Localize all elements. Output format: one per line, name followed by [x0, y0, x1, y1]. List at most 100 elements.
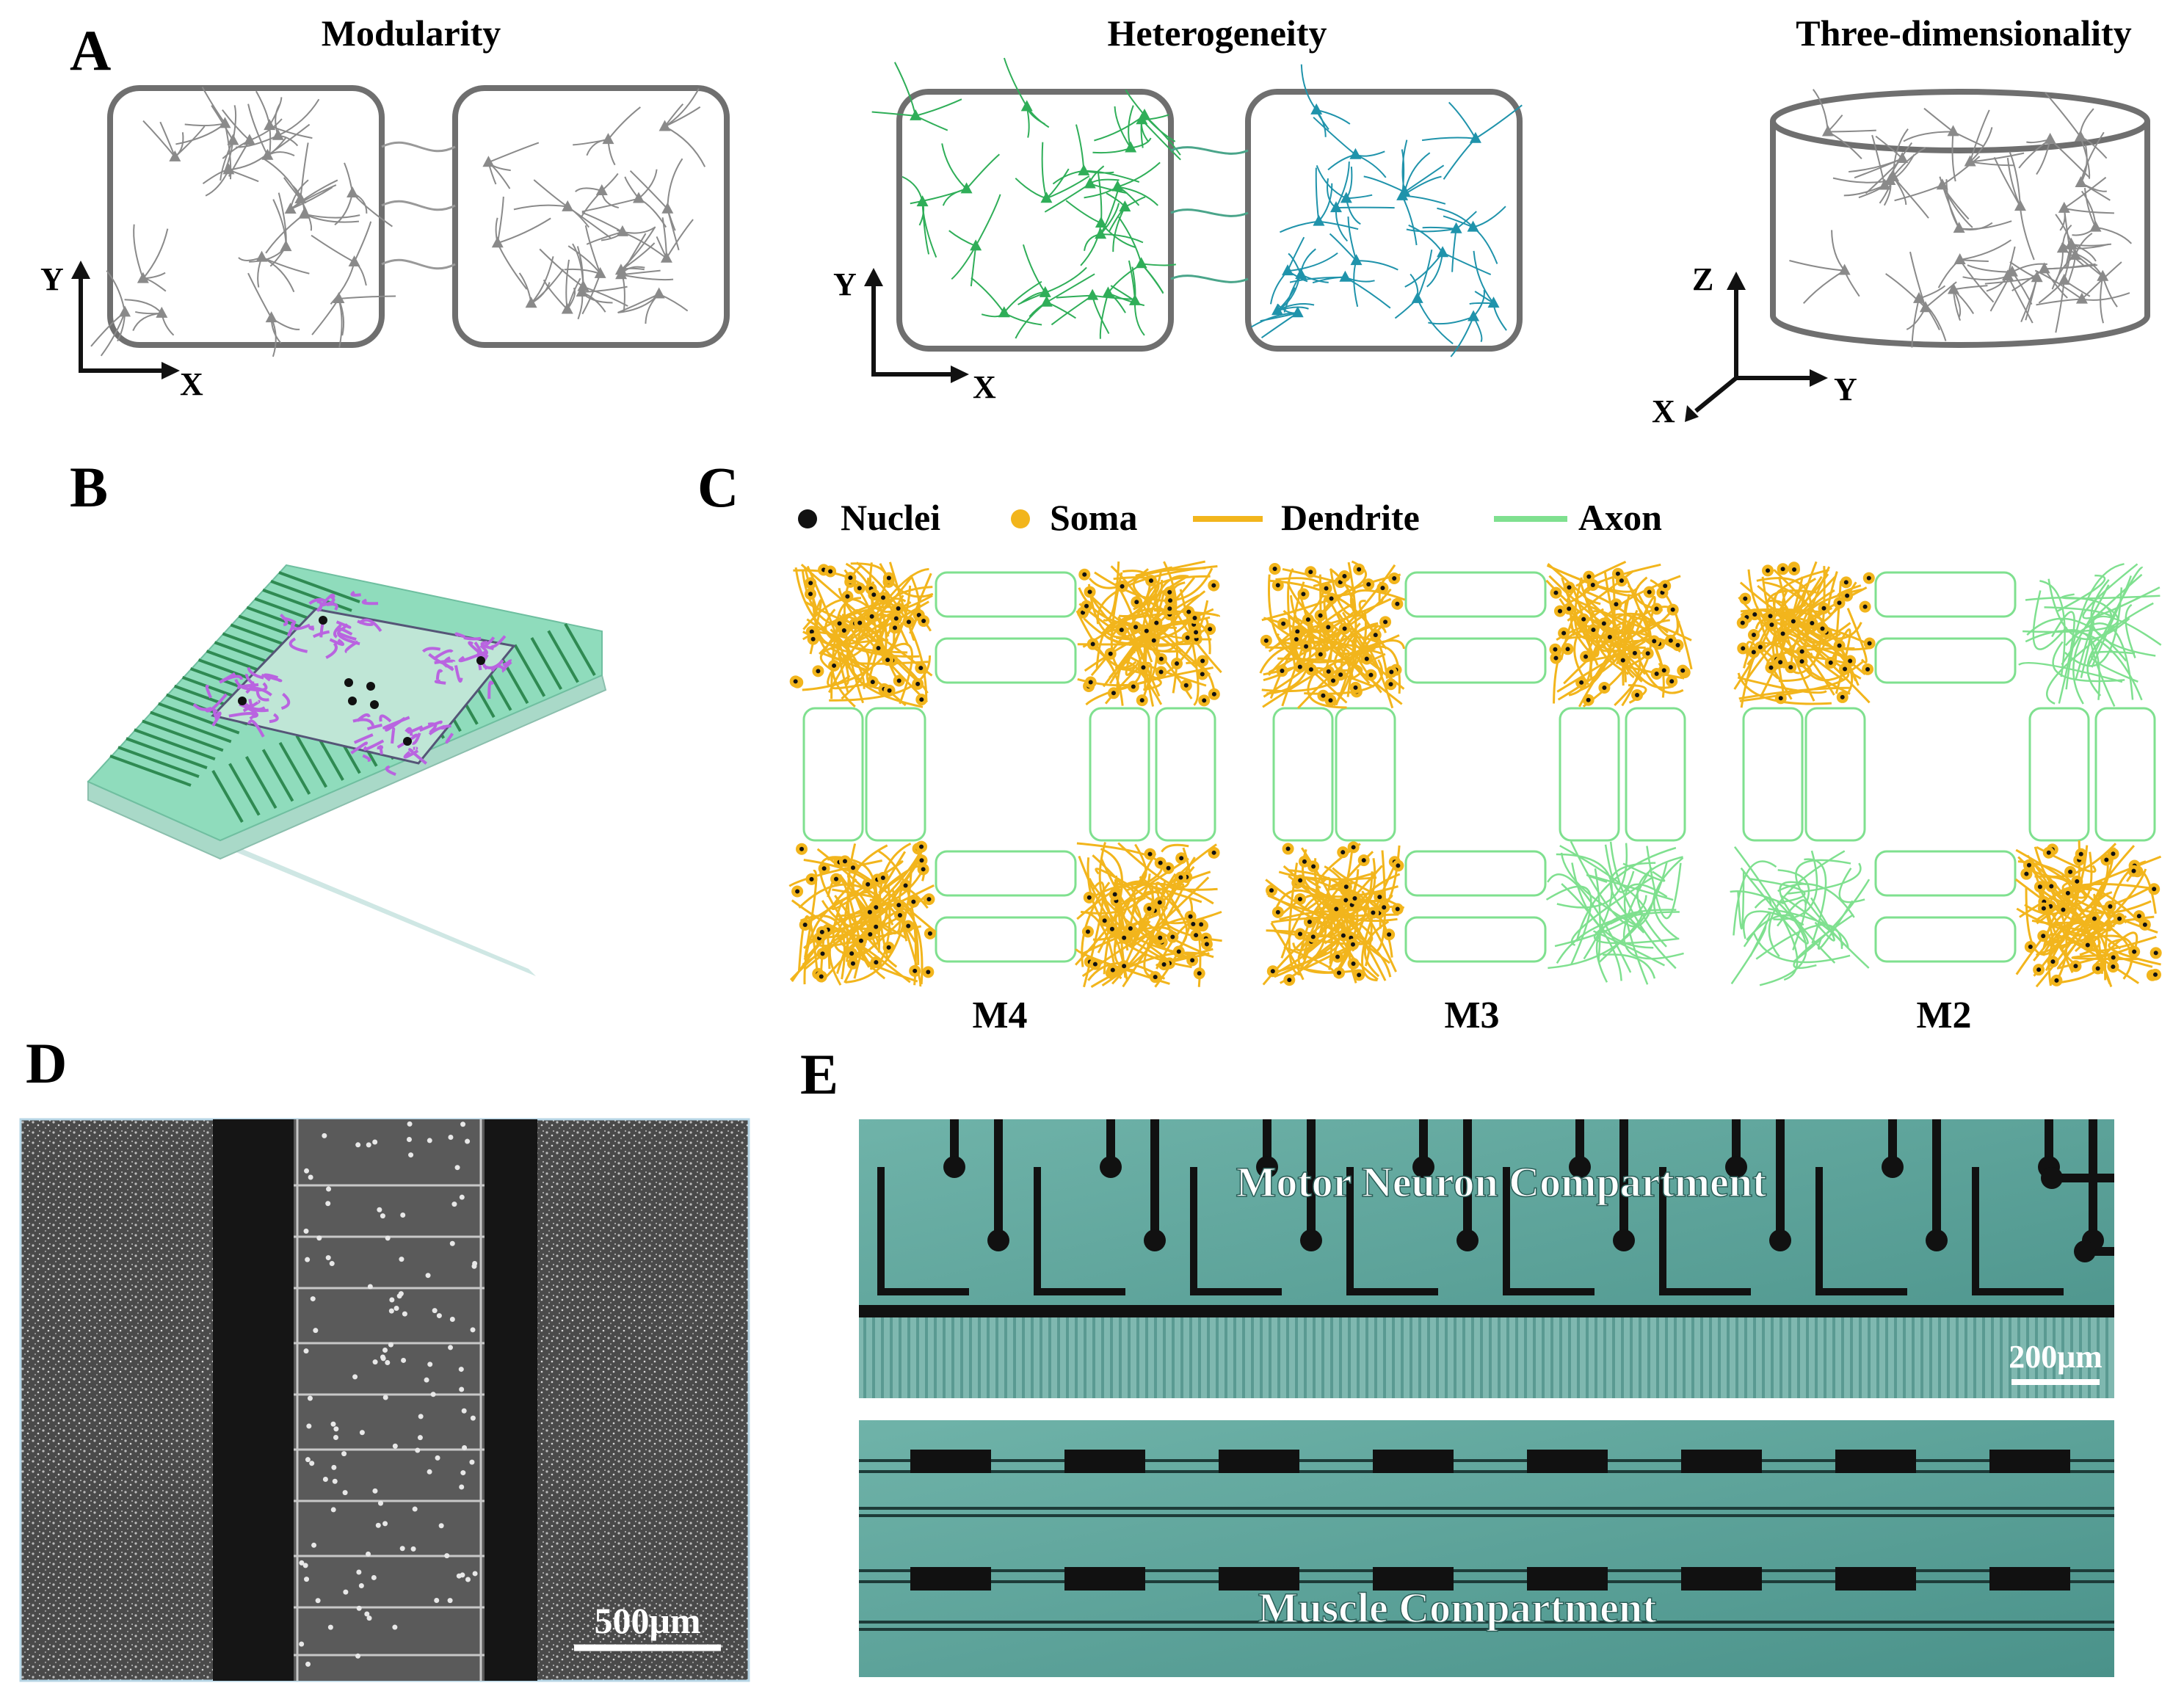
- cell: [469, 1460, 474, 1465]
- nucleus-dot: [1306, 617, 1310, 622]
- nucleus-dot: [1326, 625, 1330, 630]
- neurite: [1142, 263, 1164, 293]
- nucleus-dot: [1122, 936, 1126, 940]
- neurite: [631, 171, 668, 209]
- nucleus-dot: [1190, 958, 1194, 962]
- nucleus-dot: [2152, 887, 2156, 891]
- nucleus-dot: [1202, 698, 1206, 702]
- nucleus-dot: [1103, 918, 1107, 923]
- nucleus-dot: [915, 682, 920, 686]
- arrow-y-3d: [1810, 369, 1828, 387]
- cell: [448, 1345, 453, 1350]
- cell: [401, 1358, 406, 1363]
- nucleus-dot: [1192, 616, 1197, 620]
- muscle-electrode: [910, 1450, 991, 1473]
- cell: [411, 1546, 416, 1552]
- connecting-axon: [1171, 276, 1248, 283]
- nucleus-dot: [881, 876, 885, 880]
- nucleus-dot: [1287, 978, 1291, 982]
- cell: [371, 1575, 377, 1580]
- neurite: [2020, 206, 2034, 260]
- nucleus-dot: [819, 974, 824, 978]
- nucleus-dot: [2066, 891, 2070, 895]
- neurite: [1318, 183, 1332, 222]
- cell: [367, 1615, 372, 1621]
- nucleus-dot: [1766, 568, 1770, 572]
- cell: [333, 1426, 338, 1431]
- nucleus-dot: [1128, 926, 1133, 931]
- nucleus-dot: [913, 969, 917, 973]
- neuron-soma: [1412, 292, 1423, 303]
- muscle-electrode: [1835, 1567, 1916, 1591]
- axon-bridge-horizontal: [1876, 639, 2015, 683]
- nucleus-dot: [1352, 896, 1357, 901]
- nucleus-dot: [1167, 606, 1172, 611]
- cell: [407, 1137, 412, 1142]
- neuron-soma: [2058, 202, 2070, 213]
- electrode-pad: [1144, 1229, 1166, 1251]
- configurations: [789, 561, 2161, 987]
- neurite: [269, 126, 270, 156]
- nucleus-dot: [2028, 945, 2033, 949]
- nucleus-dot: [874, 925, 878, 929]
- electrode-pad: [1613, 1229, 1635, 1251]
- neurite: [1301, 249, 1316, 275]
- neuron-soma: [1041, 296, 1053, 307]
- nucleus-dot: [1837, 644, 1842, 648]
- axon-tangle: [2019, 564, 2161, 706]
- nucleus-dot: [1368, 673, 1373, 677]
- cell: [462, 1445, 467, 1450]
- nucleus-dot: [1120, 584, 1125, 589]
- nucleus-dot: [1792, 567, 1796, 572]
- nucleus-dot: [1331, 678, 1335, 683]
- nucleus-dot: [1371, 911, 1375, 915]
- nucleus-dot: [1294, 637, 1299, 641]
- nucleus-dot: [1089, 680, 1093, 684]
- nucleus-dot: [2075, 879, 2079, 884]
- nucleus-dot: [1311, 865, 1316, 869]
- neurite: [1131, 138, 1150, 148]
- nucleus-dot: [1837, 600, 1841, 605]
- neurite: [248, 273, 272, 318]
- electrode-pad: [1456, 1229, 1479, 1251]
- three-d-title: Three-dimensionality: [1796, 12, 2131, 54]
- nucleus-dot: [1340, 850, 1345, 854]
- heterogeneity-title: Heterogeneity: [1108, 12, 1327, 54]
- cell: [333, 1435, 338, 1440]
- nucleus-dot: [1200, 672, 1205, 676]
- axon-bridge-vertical: [804, 708, 863, 840]
- nucleus-dot: [1829, 661, 1833, 665]
- neurite: [1100, 293, 1109, 338]
- neurite: [300, 142, 308, 199]
- cell: [382, 1348, 388, 1353]
- top-bus-line: [859, 1305, 2114, 1317]
- nucleus-dot: [1561, 631, 1566, 636]
- nucleus-dot: [842, 628, 846, 633]
- nucleus-dot: [2117, 917, 2122, 921]
- neurite: [1117, 187, 1158, 206]
- nucleus-dot: [896, 606, 901, 611]
- nucleus-dot: [2027, 863, 2031, 868]
- neurite: [514, 206, 567, 210]
- nucleus-dot: [871, 680, 875, 684]
- axon-bridge-horizontal: [1876, 851, 2015, 895]
- cell: [471, 1327, 476, 1332]
- nucleus-dot: [1380, 586, 1385, 590]
- neuron-soma: [280, 240, 291, 251]
- nucleus-dot: [1158, 861, 1163, 865]
- axon-bridge-horizontal: [1406, 572, 1545, 617]
- nucleus-dot: [859, 939, 863, 943]
- nucleus-dot: [2104, 858, 2108, 862]
- nucleus-dot: [2073, 964, 2078, 968]
- muscle-electrode: [1219, 1450, 1299, 1473]
- nucleus-dot: [1566, 647, 1570, 651]
- cell: [355, 1654, 360, 1659]
- nucleus-dot: [1741, 646, 1745, 650]
- nucleus-dot: [1652, 639, 1656, 643]
- cell: [360, 1430, 365, 1435]
- cell: [368, 1284, 373, 1289]
- nucleus-dot: [799, 847, 804, 851]
- nucleus-dot: [1821, 606, 1826, 611]
- nucleus-dot: [1269, 888, 1274, 893]
